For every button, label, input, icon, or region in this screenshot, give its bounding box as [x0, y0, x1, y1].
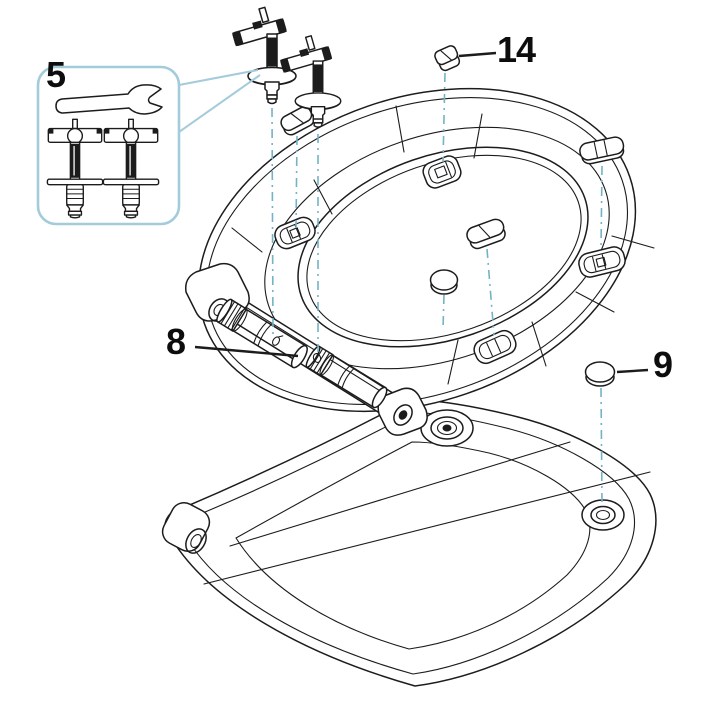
part-label-14: 14	[497, 29, 536, 70]
assembly-line-part14	[442, 72, 446, 163]
leader-lines	[194, 51, 649, 374]
assembly-line-oval-cap	[295, 135, 298, 229]
seat-bumper-slot-top	[422, 155, 462, 189]
oval-bumper-right	[579, 136, 625, 165]
lid-cover	[161, 398, 657, 687]
lid-crease-line	[203, 471, 651, 585]
seat-rim-creases	[231, 105, 655, 385]
wrench-icon	[55, 84, 163, 115]
soft-close-damper-1	[216, 298, 308, 369]
lid-screw-boss-left	[420, 409, 474, 447]
assembly-line-bolt-left	[271, 107, 274, 337]
part-label-8: 8	[166, 321, 186, 362]
part-label-5: 5	[46, 54, 66, 95]
assembly-line-right-bumper	[600, 165, 603, 250]
assembly-line-center-bumper	[486, 248, 495, 336]
seat-hinge-lug-right	[377, 387, 428, 436]
hinge-bolt-left	[227, 2, 297, 105]
assembly-lines	[271, 72, 603, 503]
bumper-cap-14	[434, 45, 461, 72]
callout-box-5	[36, 65, 261, 226]
seat-bumper-slot-bottom	[473, 329, 517, 365]
part-label-9: 9	[653, 344, 673, 385]
seat-ring	[184, 87, 655, 436]
lid-crease-line	[229, 441, 571, 547]
lid-hinge-lug-left	[161, 502, 211, 554]
oval-bumper-center	[466, 218, 506, 250]
seat-bumper-slot-right	[578, 246, 626, 278]
lid-screw-boss-right	[581, 499, 625, 531]
assembly-line-round-bumper	[442, 294, 445, 330]
leader-line-9	[616, 368, 649, 374]
seat-bumper-slot-left	[274, 216, 316, 250]
leader-line-8	[194, 345, 299, 358]
round-bumper-center	[429, 269, 459, 295]
cover-cap-9	[584, 361, 616, 387]
hinge-screw-hole	[312, 353, 322, 363]
fixing-bolt-front-left	[46, 118, 104, 219]
assembly-line-part9	[600, 387, 603, 503]
leader-line-14	[458, 51, 497, 58]
